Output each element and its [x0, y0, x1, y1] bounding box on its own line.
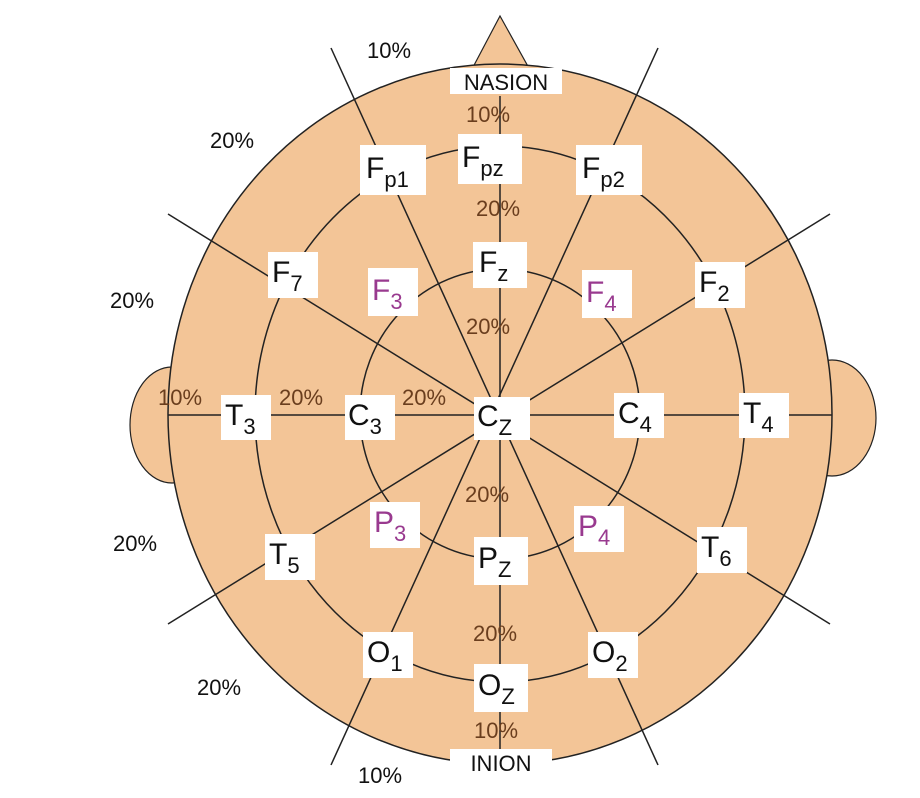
o1-box	[363, 632, 413, 678]
electrode-cz: CZ	[477, 400, 512, 440]
pct-outer-lower-left: 20%	[197, 675, 241, 700]
pct-outer-left-mid-lower: 20%	[113, 531, 157, 556]
fpz-box	[458, 134, 522, 184]
t3-box	[221, 395, 271, 440]
pct-horiz-t3-c3: 20%	[279, 385, 323, 410]
electrode-f2: F2	[699, 266, 730, 306]
cz-box	[474, 397, 530, 440]
electrode-fp2: Fp2	[582, 152, 625, 192]
pct-horiz-c3-cz: 20%	[402, 385, 446, 410]
electrode-t3: T3	[225, 399, 256, 439]
electrode-oz: OZ	[478, 669, 515, 709]
pct-midline-inion: 10%	[474, 718, 518, 743]
p3-box	[370, 502, 420, 548]
inion-label: INION	[470, 751, 531, 776]
f4-box	[582, 270, 632, 318]
electrode-f7: F7	[272, 256, 303, 296]
pct-outer-top: 10%	[367, 38, 411, 63]
electrode-pz: PZ	[478, 542, 511, 582]
f3-box	[368, 268, 418, 316]
nasion-label: NASION	[464, 70, 548, 95]
electrode-o2: O2	[592, 636, 628, 676]
t4-box	[739, 393, 789, 438]
fp1-box	[360, 145, 426, 195]
electrode-t5: T5	[269, 538, 300, 578]
pct-outer-upper-left: 20%	[210, 128, 254, 153]
c4-box	[614, 393, 664, 438]
pct-midline-fz-cz: 20%	[466, 314, 510, 339]
f2-box	[695, 262, 745, 308]
electrode-c4: C4	[618, 397, 652, 437]
electrode-t4: T4	[743, 397, 774, 437]
c3-box	[345, 395, 395, 440]
electrode-boxes	[221, 134, 789, 712]
fp2-box	[576, 145, 642, 195]
fz-box	[473, 242, 527, 288]
pz-box	[474, 537, 528, 585]
t5-box	[265, 534, 315, 580]
oz-box	[474, 664, 528, 712]
pct-midline-fpz-fz: 20%	[476, 196, 520, 221]
electrode-p3: P3	[374, 506, 406, 546]
electrode-c3: C3	[348, 399, 382, 439]
electrode-fz: Fz	[479, 246, 508, 286]
electrode-fp1: Fp1	[366, 152, 409, 192]
pct-outer-left-mid-upper: 20%	[110, 288, 154, 313]
p4-box	[574, 506, 624, 552]
electrode-p4: P4	[578, 510, 610, 550]
electrode-fpz: Fpz	[462, 141, 504, 181]
electrode-o1: O1	[367, 636, 403, 676]
nasion-box	[450, 68, 562, 94]
pct-midline-cz-pz: 20%	[465, 482, 509, 507]
pct-horiz-t3-edge: 10%	[158, 385, 202, 410]
f7-box	[268, 252, 318, 298]
t6-box	[697, 527, 747, 573]
o2-box	[588, 632, 638, 678]
electrode-f3: F3	[372, 274, 403, 314]
pct-outer-bottom: 10%	[358, 763, 402, 788]
electrode-t6: T6	[701, 531, 732, 571]
pct-midline-nasion: 10%	[466, 102, 510, 127]
electrode-f4: F4	[586, 276, 617, 316]
inion-box	[450, 749, 552, 775]
pct-midline-pz-oz: 20%	[473, 621, 517, 646]
